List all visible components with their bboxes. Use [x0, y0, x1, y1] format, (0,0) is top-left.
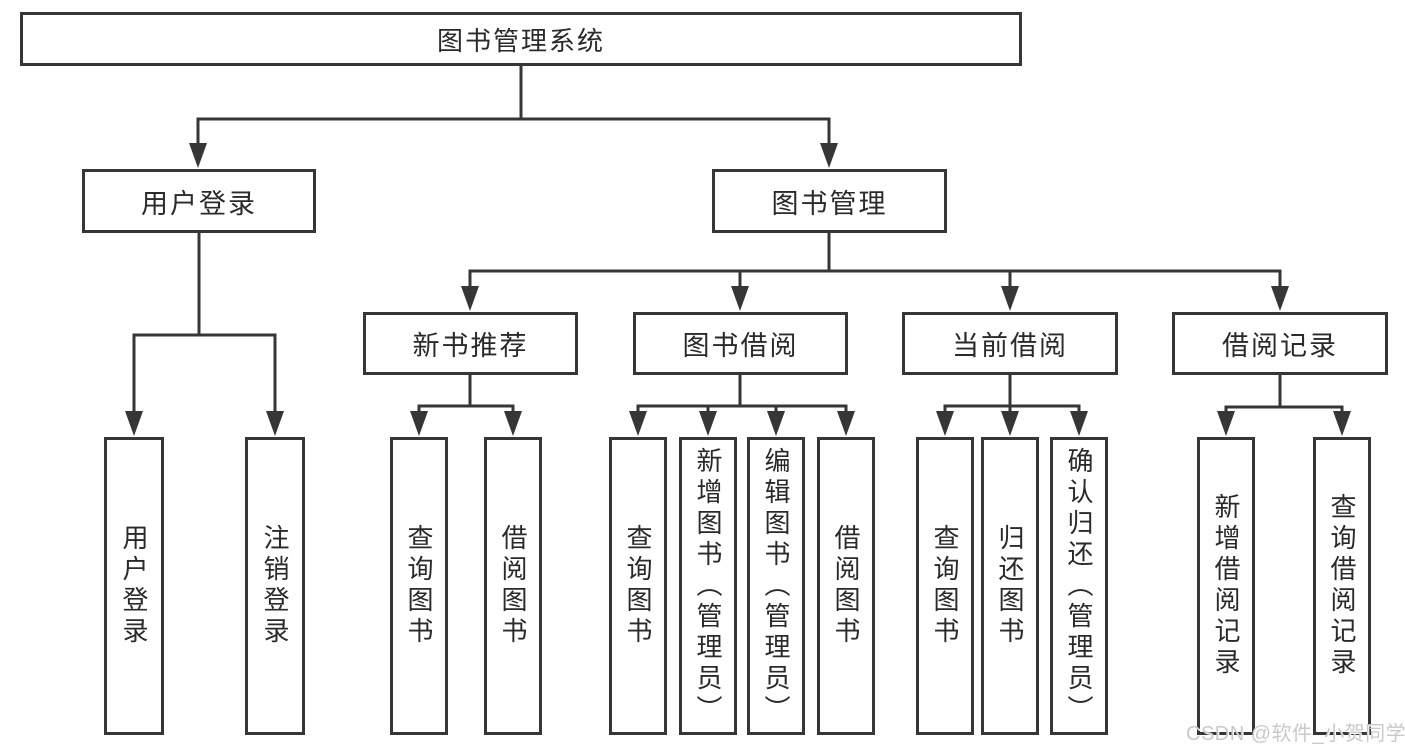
leaf-label: 新增借阅记录 [1211, 493, 1241, 679]
leaf-add-book-admin: 新增图书（管理员） [679, 437, 737, 735]
leaf-query-books-borrow: 查询图书 [609, 437, 667, 735]
leaf-label: 借阅图书 [831, 524, 861, 648]
leaf-label: 注销登录 [260, 524, 290, 648]
leaf-return-book: 归还图书 [981, 437, 1039, 735]
leaf-label: 用户登录 [119, 524, 149, 648]
leaf-label: 新增图书（管理员） [693, 446, 723, 726]
csdn-watermark: CSDN @软件_小贺同学 [1186, 723, 1405, 745]
node-book-borrowing: 图书借阅 [633, 312, 848, 375]
leaf-query-books-recommend: 查询图书 [390, 437, 448, 735]
leaf-label: 借阅图书 [498, 524, 528, 648]
leaf-label: 查询借阅记录 [1327, 493, 1357, 679]
node-current-borrowing: 当前借阅 [902, 312, 1118, 375]
leaf-logout: 注销登录 [245, 437, 305, 735]
leaf-add-borrow-record: 新增借阅记录 [1197, 437, 1255, 735]
leaf-query-borrow-record: 查询借阅记录 [1313, 437, 1371, 735]
leaf-label: 查询图书 [623, 524, 653, 648]
node-user-login: 用户登录 [82, 169, 316, 233]
leaf-borrow-books-recommend: 借阅图书 [484, 437, 542, 735]
leaf-label: 编辑图书（管理员） [761, 446, 791, 726]
leaf-label: 查询图书 [404, 524, 434, 648]
leaf-borrow-books: 借阅图书 [817, 437, 875, 735]
leaf-label: 归还图书 [995, 524, 1025, 648]
node-book-management: 图书管理 [712, 169, 947, 233]
node-root-system: 图书管理系统 [20, 12, 1022, 66]
node-borrowing-records: 借阅记录 [1172, 312, 1388, 375]
node-new-book-recommendation: 新书推荐 [363, 312, 578, 375]
leaf-edit-book-admin: 编辑图书（管理员） [747, 437, 805, 735]
leaf-label: 确认归还（管理员） [1064, 446, 1094, 726]
arrowheads [125, 143, 1351, 436]
leaf-user-login: 用户登录 [104, 437, 164, 735]
leaf-confirm-return-admin: 确认归还（管理员） [1050, 437, 1108, 735]
leaf-query-books-current: 查询图书 [916, 437, 974, 735]
leaf-label: 查询图书 [930, 524, 960, 648]
